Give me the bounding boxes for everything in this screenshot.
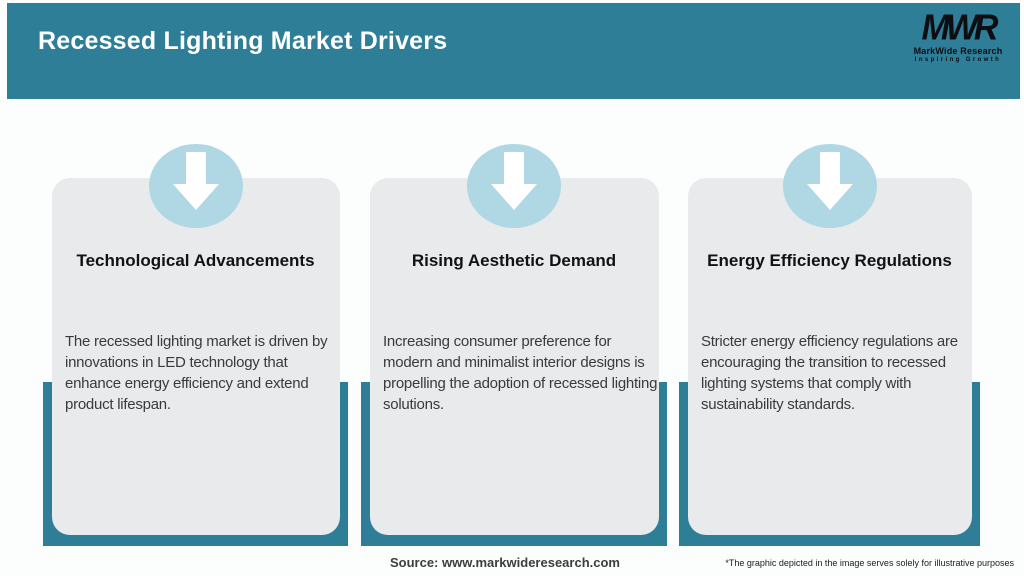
icon-circle xyxy=(782,144,877,228)
logo-name: MarkWide Research xyxy=(913,46,1003,57)
card-title: Rising Aesthetic Demand xyxy=(411,251,617,270)
driver-column-3: Energy Efficiency Regulations Stricter e… xyxy=(679,0,980,576)
arrow-down-icon xyxy=(783,144,877,228)
icon-circle xyxy=(148,144,243,228)
driver-card xyxy=(688,178,972,535)
driver-column-1: Technological Advancements The recessed … xyxy=(43,0,348,576)
card-title: Technological Advancements xyxy=(76,251,315,270)
card-description: Stricter energy efficiency regulations a… xyxy=(701,333,958,413)
page-title: Recessed Lighting Market Drivers xyxy=(38,27,448,55)
card-description: The recessed lighting market is driven b… xyxy=(65,333,328,413)
logo-monogram: MWR xyxy=(921,8,999,48)
markwide-research-logo: MWR MarkWide Research Inspiring Growth xyxy=(908,8,1008,64)
source-text: Source: www.markwideresearch.com xyxy=(389,555,620,570)
card-description: Increasing consumer preference for moder… xyxy=(383,333,658,413)
icon-circle xyxy=(467,144,561,228)
disclaimer-text: *The graphic depicted in the image serve… xyxy=(725,558,1014,568)
header-bar: Recessed Lighting Market Drivers MWR Mar… xyxy=(7,3,1020,99)
driver-card xyxy=(52,178,340,535)
arrow-down-icon xyxy=(149,144,243,228)
driver-card xyxy=(370,178,659,535)
logo-tagline: Inspiring Growth xyxy=(914,57,1002,64)
arrow-down-icon xyxy=(467,144,561,228)
driver-column-2: Rising Aesthetic Demand Increasing consu… xyxy=(361,0,667,576)
card-title: Energy Efficiency Regulations xyxy=(707,251,952,270)
